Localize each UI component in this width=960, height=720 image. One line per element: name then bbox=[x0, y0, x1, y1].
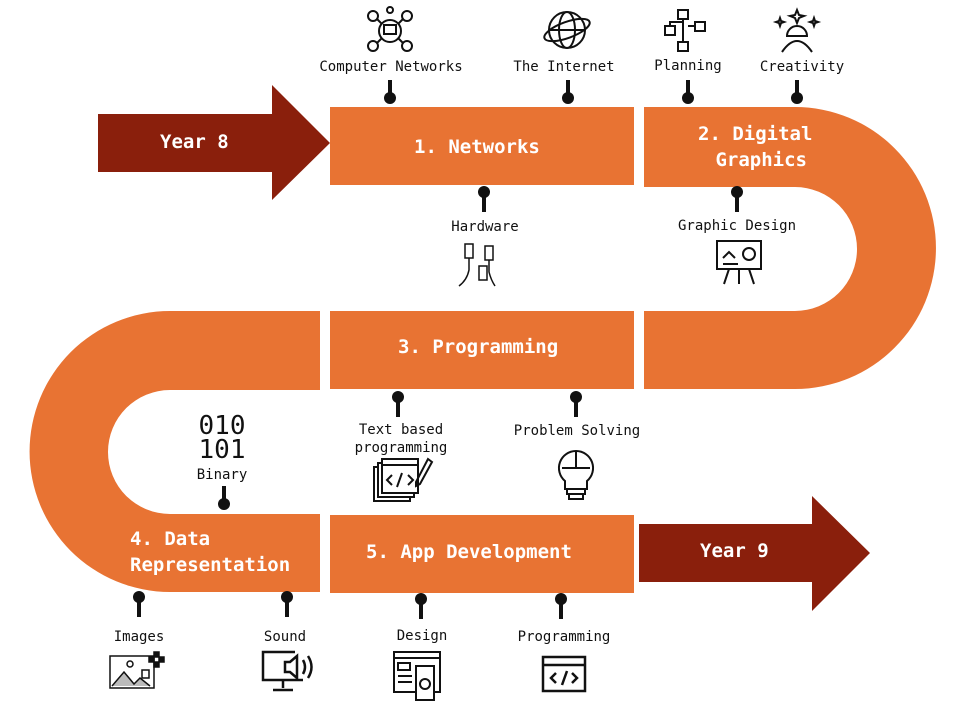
connector bbox=[570, 391, 582, 417]
creativity-icon bbox=[772, 7, 822, 53]
image-pixel-icon bbox=[109, 651, 165, 689]
unit-1-title: 1. Networks bbox=[414, 136, 540, 158]
topic-creativity: Creativity bbox=[759, 59, 845, 75]
connector bbox=[133, 591, 145, 617]
flowchart-icon bbox=[664, 9, 706, 52]
responsive-design-icon bbox=[393, 651, 441, 701]
connector bbox=[731, 186, 743, 212]
unit-5-box bbox=[330, 515, 634, 593]
unit-2-curve bbox=[644, 107, 936, 389]
topic-hardware: Hardware bbox=[451, 219, 519, 235]
topic-binary: Binary bbox=[196, 467, 248, 483]
binary-glyph-line2: 101 bbox=[198, 435, 246, 465]
unit-2-title-line1: 2. Digital bbox=[698, 123, 813, 145]
connector bbox=[281, 591, 293, 617]
year-9-arrow bbox=[639, 496, 870, 611]
connector bbox=[682, 80, 694, 104]
topic-computer-networks: Computer Networks bbox=[319, 59, 463, 75]
unit-2-title-line2: Graphics bbox=[715, 149, 807, 171]
binary-glyph-line1: 010 bbox=[198, 411, 246, 441]
cable-connector-icon bbox=[458, 243, 496, 287]
topic-programming: Programming bbox=[517, 629, 611, 645]
connector bbox=[555, 593, 567, 619]
connector bbox=[384, 80, 396, 104]
topic-planning: Planning bbox=[654, 58, 722, 74]
topic-images: Images bbox=[113, 629, 165, 645]
code-editing-icon bbox=[373, 457, 434, 502]
text-based-line1: Text based bbox=[358, 422, 444, 438]
computer-network-icon bbox=[367, 6, 413, 52]
unit-4-title-line1: 4. Data bbox=[130, 528, 211, 550]
unit-4-title: 4. Data Representation bbox=[130, 526, 290, 578]
topic-graphic-design: Graphic Design bbox=[677, 218, 797, 234]
unit-2-title: 2. Digital Graphics bbox=[698, 121, 812, 173]
connector bbox=[791, 80, 803, 104]
connector bbox=[478, 186, 490, 212]
connector bbox=[392, 391, 404, 417]
year-9-label: Year 9 bbox=[700, 540, 769, 562]
topic-text-based-programming: Text based programming bbox=[355, 421, 448, 457]
connector bbox=[415, 593, 427, 619]
topic-the-internet: The Internet bbox=[513, 59, 615, 75]
unit-5-title: 5. App Development bbox=[366, 541, 572, 563]
topic-problem-solving: Problem Solving bbox=[513, 423, 641, 439]
topic-sound: Sound bbox=[263, 629, 307, 645]
binary-icon: 010 101 bbox=[198, 411, 246, 465]
code-window-icon bbox=[541, 655, 587, 693]
unit-3-title: 3. Programming bbox=[398, 336, 559, 358]
graphic-design-board-icon bbox=[716, 240, 762, 285]
unit-4-title-line2: Representation bbox=[130, 554, 291, 576]
year-8-arrow bbox=[98, 85, 330, 200]
connector bbox=[218, 486, 230, 510]
unit-4-curve bbox=[29, 311, 320, 592]
puzzle-lightbulb-icon bbox=[557, 449, 595, 500]
connector bbox=[562, 80, 574, 104]
unit-1-box bbox=[330, 107, 634, 185]
text-based-line2: programming bbox=[354, 440, 448, 456]
year-8-label: Year 8 bbox=[160, 131, 229, 153]
monitor-speaker-icon bbox=[261, 650, 313, 692]
unit-3-box bbox=[330, 311, 634, 389]
topic-design: Design bbox=[396, 628, 448, 644]
globe-icon bbox=[543, 11, 591, 49]
